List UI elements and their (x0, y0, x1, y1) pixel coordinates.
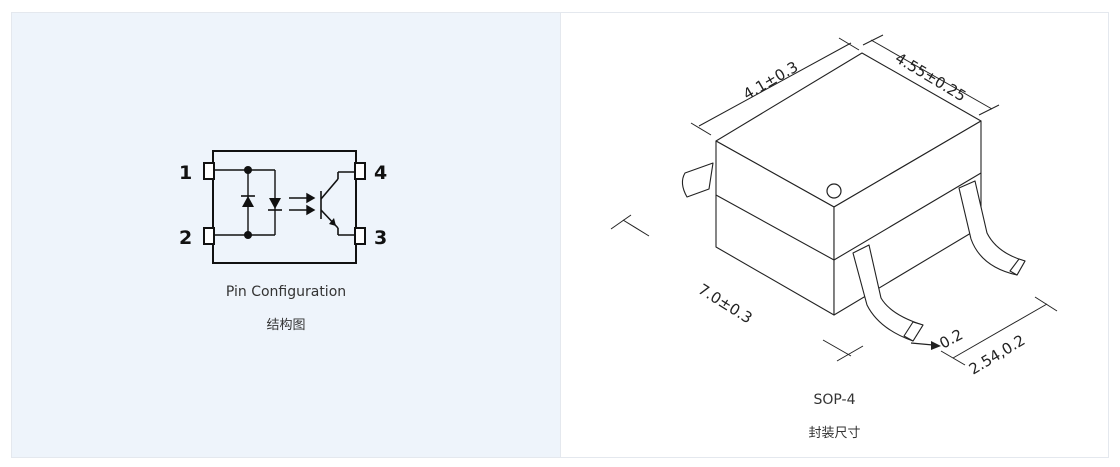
light-emission-arrows-icon (289, 192, 316, 216)
dim-pitch-label: 2.54,0.2 (966, 331, 1028, 378)
led-diode-icon (268, 198, 282, 211)
lead-thickness-arrow-icon (910, 341, 941, 350)
pin-label-2: 2 (179, 227, 192, 249)
package-body-outline (212, 150, 357, 264)
pin-configuration-panel: 1 2 3 4 (11, 12, 560, 458)
pin-configuration-diagram: 1 2 3 4 (179, 150, 387, 264)
pin-3-stub (354, 227, 366, 245)
pin-configuration-caption-cn: 结构图 (266, 318, 306, 333)
lead-back-left (681, 162, 714, 198)
pin-label-4: 4 (374, 162, 387, 184)
package-caption: SOP-4 (813, 392, 856, 408)
pin-2-stub (203, 227, 215, 245)
package-caption-cn: 封装尺寸 (808, 426, 861, 441)
phototransistor-icon (320, 171, 355, 236)
dim-span-label: 7.0±0.3 (695, 280, 756, 327)
dim-lead-thickness-label: 0.2 (936, 325, 966, 352)
pin-1-stub (203, 162, 215, 180)
diode-left-icon (241, 195, 255, 207)
pin1-marker-dot (826, 183, 842, 199)
lead-front-tip (903, 321, 924, 342)
package-dimensions-panel: 4.1±0.3 4.55±0.25 7.0±0.3 0.2 2.54,0.2 S… (560, 12, 1109, 458)
pin-label-1: 1 (179, 162, 192, 184)
pin-4-stub (354, 162, 366, 180)
lead-right (958, 180, 1026, 276)
pin-configuration-caption: Pin Configuration (225, 284, 347, 300)
package-parting-line (715, 172, 982, 261)
dimension-lines (610, 34, 1058, 366)
junction-dot-bottom (244, 231, 252, 239)
junction-dot-top (244, 166, 252, 174)
sop4-package-drawing: 4.1±0.3 4.55±0.25 7.0±0.3 0.2 2.54,0.2 (610, 34, 1058, 378)
pin-label-3: 3 (374, 227, 387, 249)
emitter-arrow-icon (329, 218, 336, 226)
lead-right-tip (1009, 258, 1026, 276)
